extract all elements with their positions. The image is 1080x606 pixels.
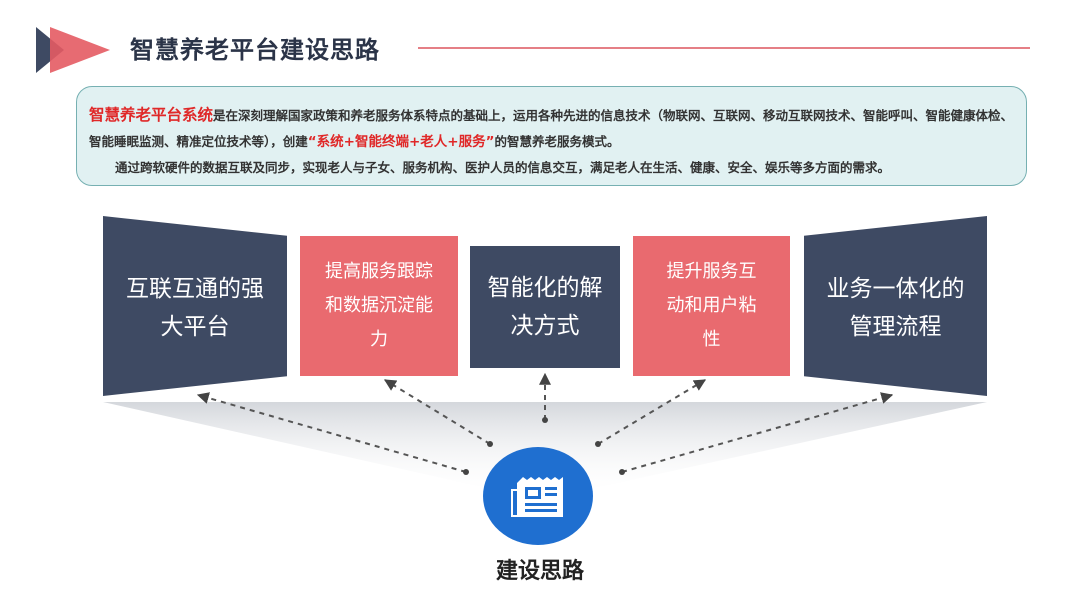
card-service-tracking: 提高服务跟踪 和数据沉淀能 力 bbox=[300, 236, 458, 376]
card-platform: 互联互通的强 大平台 bbox=[103, 216, 287, 396]
card-intelligent-solution: 智能化的解 决方式 bbox=[470, 246, 620, 368]
card-intelligent-solution-label: 智能化的解 决方式 bbox=[487, 275, 603, 339]
intro-line1-text: 是在深刻理解国家政策和养老服务体系特点的基础上，运用各种先进的信息技术（物联网、… bbox=[89, 108, 1014, 149]
card-platform-label: 互联互通的强 大平台 bbox=[126, 276, 264, 340]
intro-highlight-title: 智慧养老平台系统 bbox=[89, 106, 214, 124]
card-integrated-management: 业务一体化的 管理流程 bbox=[804, 216, 987, 396]
center-label: 建设思路 bbox=[495, 559, 584, 584]
intro-highlight-quote: “系统+智能终端+老人+服务” bbox=[307, 134, 495, 150]
intro-box: 智慧养老平台系统是在深刻理解国家政策和养老服务体系特点的基础上，运用各种先进的信… bbox=[76, 86, 1027, 186]
intro-line1-tail: 的智慧养老服务模式。 bbox=[494, 134, 620, 149]
card-user-engagement-label: 提升服务互 动和用户粘 性 bbox=[666, 261, 757, 350]
header-arrow-icon bbox=[36, 27, 110, 73]
card-service-tracking-label: 提高服务跟踪 和数据沉淀能 力 bbox=[325, 261, 433, 350]
title-divider bbox=[418, 47, 1030, 49]
connector-arrow-1 bbox=[196, 392, 467, 473]
connector-arrow-5 bbox=[621, 392, 894, 473]
connector-dot-4 bbox=[595, 441, 601, 447]
connector-dot-1 bbox=[463, 469, 469, 475]
connector-dot-5 bbox=[619, 469, 625, 475]
newspaper-icon bbox=[483, 447, 593, 545]
connector-arrow-4 bbox=[597, 379, 707, 445]
intro-paragraph-2: 通过跨软硬件的数据互联及同步，实现老人与子女、服务机构、医护人员的信息交互，满足… bbox=[115, 160, 891, 175]
card-integrated-management-label: 业务一体化的 管理流程 bbox=[826, 276, 965, 340]
intro-paragraph-1: 智慧养老平台系统是在深刻理解国家政策和养老服务体系特点的基础上，运用各种先进的信… bbox=[89, 102, 1014, 155]
connector-dot-3 bbox=[542, 417, 548, 423]
connector-arrow-2 bbox=[383, 379, 491, 445]
card-user-engagement: 提升服务互 动和用户粘 性 bbox=[633, 236, 790, 376]
page-title: 智慧养老平台建设思路 bbox=[130, 36, 380, 64]
